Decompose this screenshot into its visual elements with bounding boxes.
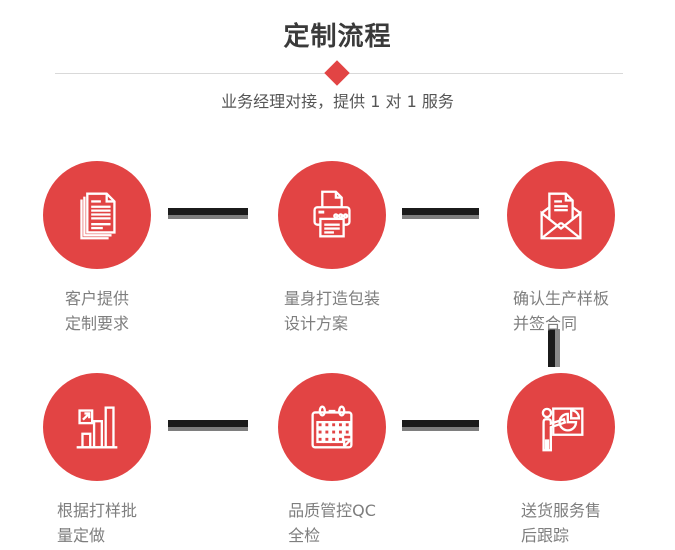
step-label-line: 量定做 <box>56 526 105 545</box>
step-label-line: 送货服务售 <box>520 501 601 520</box>
step-label-line: 确认生产样板 <box>512 289 609 308</box>
step-label-line: 量身打造包装 <box>283 289 380 308</box>
diamond-icon <box>324 60 350 86</box>
step-label: 客户提供定制要求 <box>7 286 187 336</box>
page-title: 定制流程 <box>283 22 392 52</box>
step-label-line: 后跟踪 <box>520 526 569 545</box>
connector-horizontal <box>168 208 248 219</box>
step-circle-customer-requirements <box>43 161 151 269</box>
printer-icon <box>313 190 351 238</box>
connector-horizontal <box>168 420 248 431</box>
calendar-icon <box>311 405 353 449</box>
step-label-line: 定制要求 <box>64 314 129 333</box>
step-label: 品质管控QC 全检 <box>242 498 422 548</box>
documents-icon <box>80 192 116 240</box>
envelope-icon <box>540 192 582 240</box>
step-label: 确认生产样板并签合同 <box>471 286 651 336</box>
bar-chart-icon <box>76 406 118 449</box>
step-label-line: 设计方案 <box>283 314 348 333</box>
step-label-line: 全检 <box>288 526 321 545</box>
step-label-line: 根据打样批 <box>56 501 137 520</box>
step-label: 送货服务售后跟踪 <box>471 498 651 548</box>
step-circle-sample-contract <box>507 161 615 269</box>
step-label-line: 客户提供 <box>64 289 129 308</box>
connector-horizontal <box>402 208 479 219</box>
connector-vertical <box>548 329 560 367</box>
step-circle-delivery-tracking <box>507 373 615 481</box>
step-label: 量身打造包装设计方案 <box>242 286 422 336</box>
step-label: 根据打样批量定做 <box>7 498 187 548</box>
step-label-line: 并签合同 <box>512 314 577 333</box>
connector-horizontal <box>402 420 479 431</box>
step-label-line: 品质管控QC <box>288 501 376 520</box>
step-circle-packaging-design <box>278 161 386 269</box>
step-circle-batch-production <box>43 373 151 481</box>
presentation-icon <box>541 407 584 452</box>
step-circle-qc-inspection <box>278 373 386 481</box>
page-subtitle: 业务经理对接，提供 1 对 1 服务 <box>221 92 454 111</box>
